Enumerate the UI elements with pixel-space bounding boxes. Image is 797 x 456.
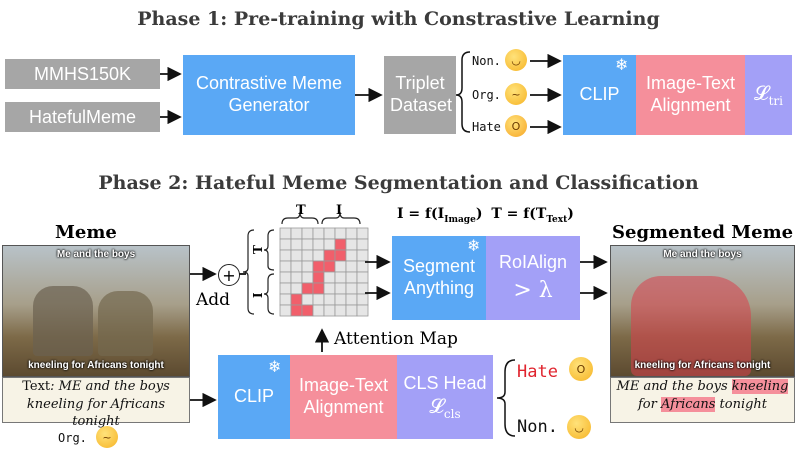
label-org: Org.: [472, 88, 501, 102]
scream-emoji-icon: O: [569, 357, 593, 381]
label-non: Non.: [472, 54, 501, 68]
label-hate: Hate: [472, 120, 501, 134]
meme-caption-bottom: kneeling for Africans tonight: [28, 360, 164, 371]
input-mmhs150k: MMHS150K: [5, 59, 160, 89]
brace-phase2: [496, 359, 516, 437]
threshold-label: > λ: [513, 277, 553, 303]
contrastive-meme-generator: Contrastive Meme Generator: [183, 55, 355, 135]
plus-circle-icon: +: [218, 264, 240, 286]
roialign-box: RoIAlign > λ: [486, 236, 580, 320]
clip-box-phase1: CLIP: [563, 55, 636, 135]
meme-org-label: Org.: [58, 431, 87, 445]
brace-phase1: [455, 51, 471, 133]
triplet-label: Triplet Dataset: [390, 73, 453, 115]
scream-emoji-icon: O: [505, 115, 527, 137]
attention-map-label: Attention Map: [334, 329, 458, 349]
loss-tri-box: 𝓛tri: [745, 55, 792, 135]
soldier-figure: [33, 286, 93, 356]
matrix-top-label-i: I: [336, 203, 342, 218]
matrix-side-label-t: T: [251, 245, 265, 254]
roialign-label: RoIAlign: [498, 252, 568, 272]
alignment-label: Image-Text Alignment: [645, 73, 736, 115]
matrix-side-label-i: I: [251, 292, 265, 298]
cls-loss: 𝓛cls: [429, 394, 461, 422]
matrix-top-label-t: T: [296, 203, 306, 218]
meme-text: Text: ME and the boys kneeling for Afric…: [22, 379, 170, 430]
alignment-box-phase2: Image-Text Alignment: [290, 355, 397, 439]
seg-caption-top: Me and the boys: [663, 249, 742, 260]
alignment-box-phase1: Image-Text Alignment: [636, 55, 745, 135]
soldier-figure-2: [98, 291, 153, 356]
output-hate: Hate: [517, 362, 558, 382]
clip-label-2: CLIP: [233, 386, 275, 407]
formula-t: T = f(TText): [491, 206, 574, 225]
input-hatefulmeme: HatefulMeme: [5, 102, 160, 132]
meme-heading: Meme: [55, 222, 117, 243]
loss-tri: 𝓛tri: [754, 81, 783, 109]
segment-anything-box: Segment Anything: [392, 236, 486, 320]
attention-matrix: T I T I: [242, 203, 369, 317]
seg-caption-bottom: kneeling for Africans tonight: [634, 360, 771, 371]
matrix-cell: [356, 304, 369, 317]
triplet-dataset: Triplet Dataset: [384, 56, 456, 134]
thinking-emoji-icon: ~: [505, 83, 527, 105]
smile-emoji-icon: ◡: [505, 49, 527, 71]
meme-image: Me and the boys kneeling for Africans to…: [2, 245, 190, 377]
cls-head-box: CLS Head 𝓛cls: [397, 355, 493, 439]
thinking-emoji-icon: ~: [96, 426, 118, 448]
add-label: Add: [196, 290, 231, 310]
cls-head-label: CLS Head: [403, 372, 487, 393]
generator-label: Contrastive Meme Generator: [195, 73, 343, 115]
segmented-heading: Segmented Meme: [612, 222, 794, 243]
highlight-kneeling: kneeling: [731, 379, 789, 394]
segmented-meme-image: Me and the boys kneeling for Africans to…: [610, 245, 795, 377]
formula-i: I = f(IImage): [397, 206, 483, 225]
alignment-label-2: Image-Text Alignment: [298, 375, 389, 417]
snowflake-icon: ❄: [615, 55, 629, 74]
smile-emoji-icon: ◡: [567, 415, 591, 439]
clip-box-phase2: CLIP: [218, 355, 290, 439]
phase1-title: Phase 1: Pre-training with Constrastive …: [137, 8, 660, 30]
phase2-title: Phase 2: Hateful Meme Segmentation and C…: [98, 172, 699, 194]
segmentation-mask: [631, 276, 751, 376]
meme-caption-top: Me and the boys: [56, 249, 136, 260]
segment-label: Segment Anything: [402, 256, 476, 298]
segmented-text-box: ME and the boys kneeling for Africans to…: [610, 377, 795, 423]
highlight-africans: Africans: [660, 396, 716, 412]
matrix-grid: [279, 227, 369, 317]
output-non: Non.: [517, 417, 558, 437]
clip-label: CLIP: [579, 84, 620, 105]
meme-text-box: Text: ME and the boys kneeling for Afric…: [2, 377, 190, 429]
formula-line: I = f(IImage) T = f(TText): [397, 206, 574, 225]
snowflake-icon: ❄: [268, 357, 282, 376]
snowflake-icon: ❄: [467, 236, 481, 255]
